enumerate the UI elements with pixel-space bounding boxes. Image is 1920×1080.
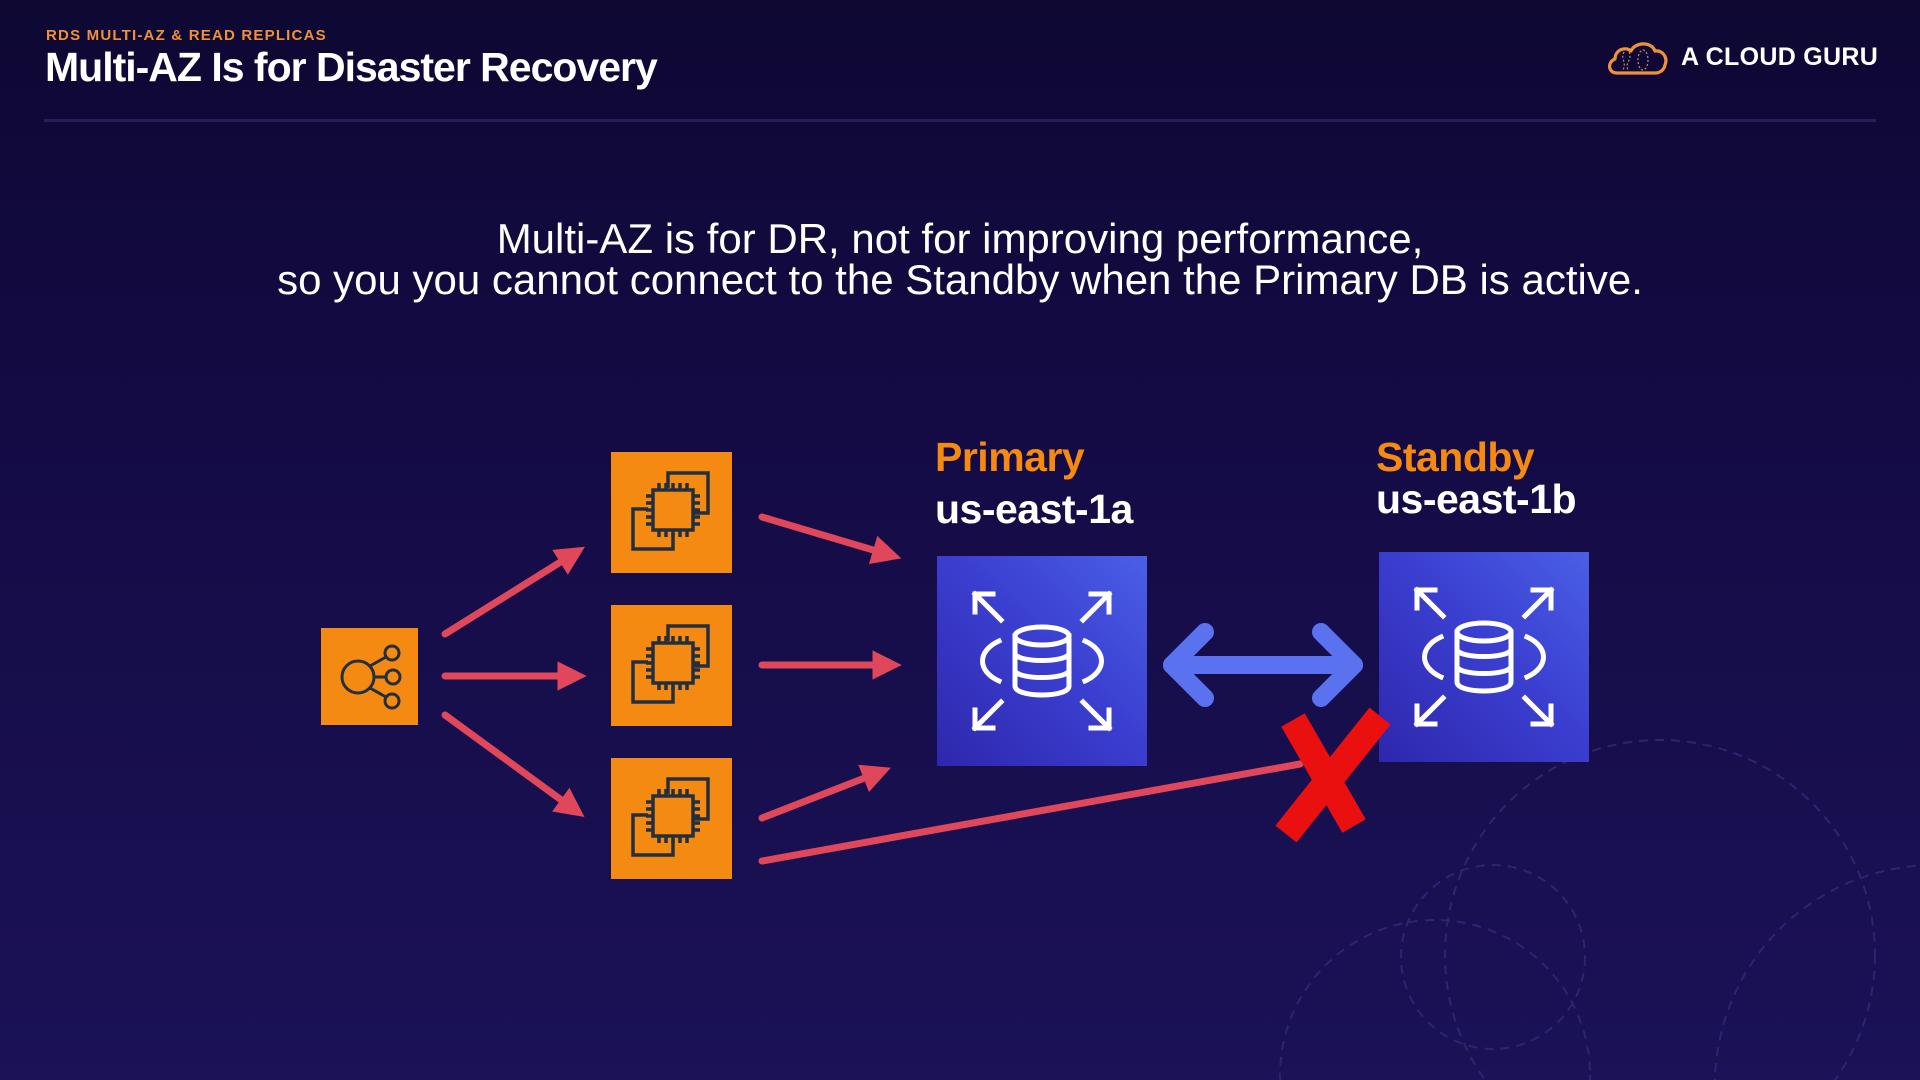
rds-icon [971,590,1113,732]
ec2-instance-icon [631,777,710,857]
load-balancer-icon [340,644,402,710]
rds-primary-node[interactable] [937,556,1147,766]
explanation-line-1: Multi-AZ is for DR, not for improving pe… [496,215,1424,262]
load-balancer-node[interactable] [321,628,418,725]
decor-circle [1400,864,1586,1050]
decor-circle [1279,919,1591,1080]
brand-logo: A CLOUD GURU [1605,38,1878,76]
ec2-instance-node[interactable] [611,605,732,726]
primary-az-label: us-east-1a [935,486,1133,532]
header-divider [44,119,1876,122]
decor-circle [1714,864,1920,1080]
primary-role-label: Primary [935,434,1085,480]
standby-az-label: us-east-1b [1376,476,1577,522]
rds-icon [1413,586,1555,728]
ec2-instance-node[interactable] [611,758,732,879]
decor-circle [1444,739,1876,1080]
ec2-instance-node[interactable] [611,452,732,573]
ec2-instance-icon [631,624,710,704]
section-kicker: RDS MULTI-AZ & READ REPLICAS [46,27,327,44]
standby-role-label: Standby [1376,434,1535,480]
explanation-text: Multi-AZ is for DR, not for improving pe… [0,215,1920,303]
page-title: Multi-AZ Is for Disaster Recovery [45,44,658,90]
ec2-instance-icon [631,471,710,551]
rds-standby-node[interactable] [1379,552,1589,762]
explanation-line-2: so you you cannot connect to the Standby… [277,256,1643,303]
cloud-icon [1608,42,1668,75]
brand-name: A CLOUD GURU [1681,42,1879,71]
